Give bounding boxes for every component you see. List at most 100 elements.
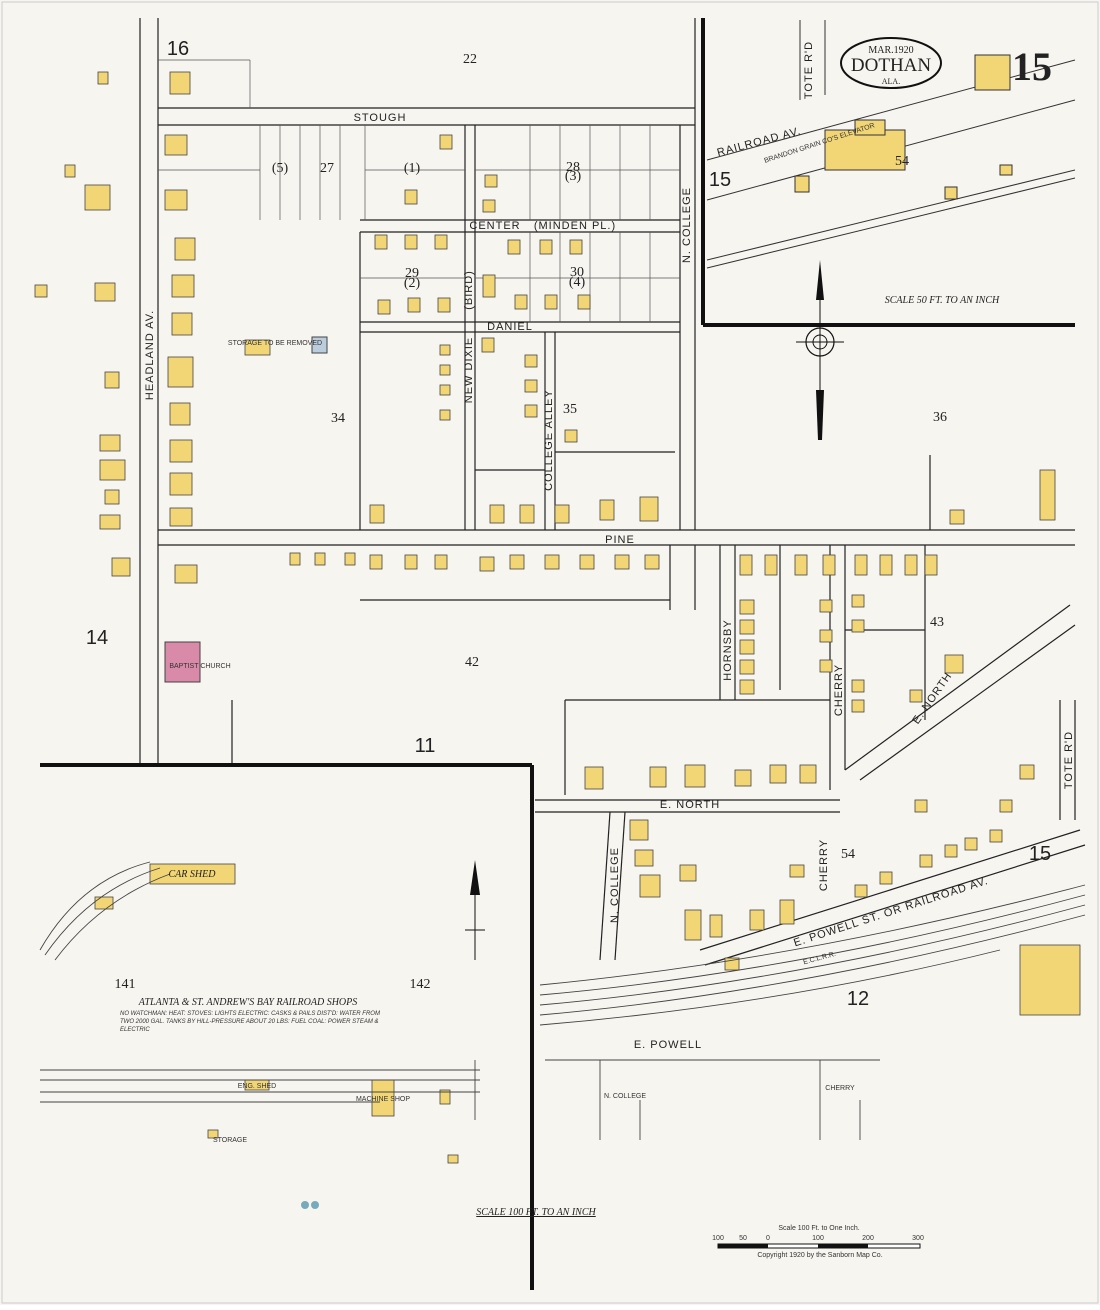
map-label: 42	[465, 655, 479, 670]
map-feature	[818, 1244, 868, 1248]
map-feature	[171, 312, 193, 336]
map-feature	[949, 509, 965, 525]
map-feature	[718, 1244, 768, 1248]
map-feature	[704, 844, 1086, 966]
map-feature	[822, 554, 836, 576]
map-feature	[799, 764, 817, 784]
map-feature	[484, 174, 498, 188]
map-feature	[851, 699, 865, 713]
street-label-minden: (MINDEN PL.)	[534, 220, 616, 232]
map-feature	[569, 239, 583, 255]
map-label: 15	[1029, 843, 1051, 865]
map-feature	[739, 599, 755, 615]
map-feature	[169, 71, 191, 95]
map-feature	[470, 860, 480, 895]
dwellings	[34, 71, 1081, 1164]
map-feature	[854, 554, 868, 576]
railroad-inset	[39, 763, 534, 1290]
scale-bar	[717, 1243, 921, 1249]
street-label-n-college: N. COLLEGE	[681, 187, 693, 263]
sheet-number: 15	[1012, 44, 1052, 89]
map-feature	[706, 169, 1076, 261]
street-label-stough: STOUGH	[354, 112, 407, 124]
map-feature	[524, 354, 538, 368]
map-feature	[244, 339, 271, 356]
title-cartouche: MAR.1920 DOTHAN ALA.	[840, 37, 942, 89]
map-label: ALA.	[882, 77, 900, 86]
map-feature	[1039, 469, 1056, 521]
map-feature	[169, 472, 193, 496]
street-label-hornsby: HORNSBY	[722, 619, 734, 680]
lot-lines	[158, 59, 680, 322]
map-feature	[174, 237, 196, 261]
north-arrow-compass	[796, 260, 844, 440]
street-label-center: CENTER	[469, 220, 520, 232]
map-feature	[599, 499, 615, 521]
map-feature	[167, 356, 194, 388]
map-feature	[699, 829, 1081, 951]
map-feature	[924, 554, 938, 576]
map-feature	[439, 134, 453, 150]
map-label: 36	[933, 410, 947, 425]
map-feature	[437, 297, 451, 313]
map-feature	[684, 909, 702, 941]
street-label-cherry: CHERRY	[833, 664, 845, 716]
map-feature	[539, 884, 1086, 986]
street-label-headland: HEADLAND AV.	[144, 310, 156, 400]
map-feature	[439, 1089, 451, 1105]
map-label: 29	[405, 266, 419, 281]
street-label-daniel: DANIEL	[487, 321, 533, 333]
map-feature	[579, 554, 595, 570]
map-feature	[94, 896, 114, 910]
map-feature	[447, 1154, 459, 1164]
map-feature	[819, 599, 833, 613]
label-storage-removed: STORAGE TO BE REMOVED	[228, 340, 322, 347]
map-feature	[944, 654, 964, 674]
map-label: 35	[563, 402, 577, 417]
street-label-pine: PINE	[605, 534, 635, 546]
map-feature	[171, 274, 195, 298]
main-scale: SCALE 100 FT. TO AN INCH	[476, 1207, 596, 1218]
street-label-bird: (BIRD)	[463, 270, 475, 310]
map-feature	[789, 864, 805, 878]
map-feature	[794, 554, 808, 576]
map-feature	[851, 679, 865, 693]
map-label: (2)	[404, 276, 421, 291]
label-eng-shed: ENG. SHED	[238, 1083, 277, 1090]
map-label: MAR.1920	[868, 45, 913, 56]
map-feature	[1019, 764, 1035, 780]
map-feature	[539, 894, 1086, 996]
map-feature	[639, 496, 659, 522]
map-labels: STOUGH HEADLAND AV. CENTER (MINDEN PL.) …	[86, 38, 1075, 1259]
street-label-college-alley: COLLEGE ALLEY	[543, 389, 555, 491]
map-feature	[794, 175, 810, 193]
map-label: 200	[862, 1235, 874, 1242]
map-label: 11	[415, 735, 436, 757]
map-label: 28	[566, 160, 580, 175]
map-feature	[84, 184, 111, 211]
map-feature	[94, 282, 116, 302]
map-feature	[679, 864, 697, 882]
map-feature	[314, 552, 326, 566]
label-storage: STORAGE	[213, 1137, 247, 1144]
map-feature	[439, 409, 451, 421]
map-feature	[482, 274, 496, 298]
map-feature	[706, 59, 1076, 161]
map-feature	[509, 554, 525, 570]
map-feature	[734, 769, 752, 787]
map-feature	[739, 659, 755, 675]
map-feature	[944, 186, 958, 200]
map-label: 54	[895, 154, 909, 169]
map-label: 100	[712, 1235, 724, 1242]
map-feature	[407, 297, 421, 313]
map-feature	[599, 811, 611, 961]
map-feature	[289, 552, 301, 566]
label-baptist-church: BAPTIST CHURCH	[169, 663, 230, 670]
map-feature	[851, 594, 865, 608]
map-feature	[507, 239, 521, 255]
map-feature	[374, 234, 388, 250]
map-feature	[369, 504, 385, 524]
map-feature	[577, 294, 591, 310]
